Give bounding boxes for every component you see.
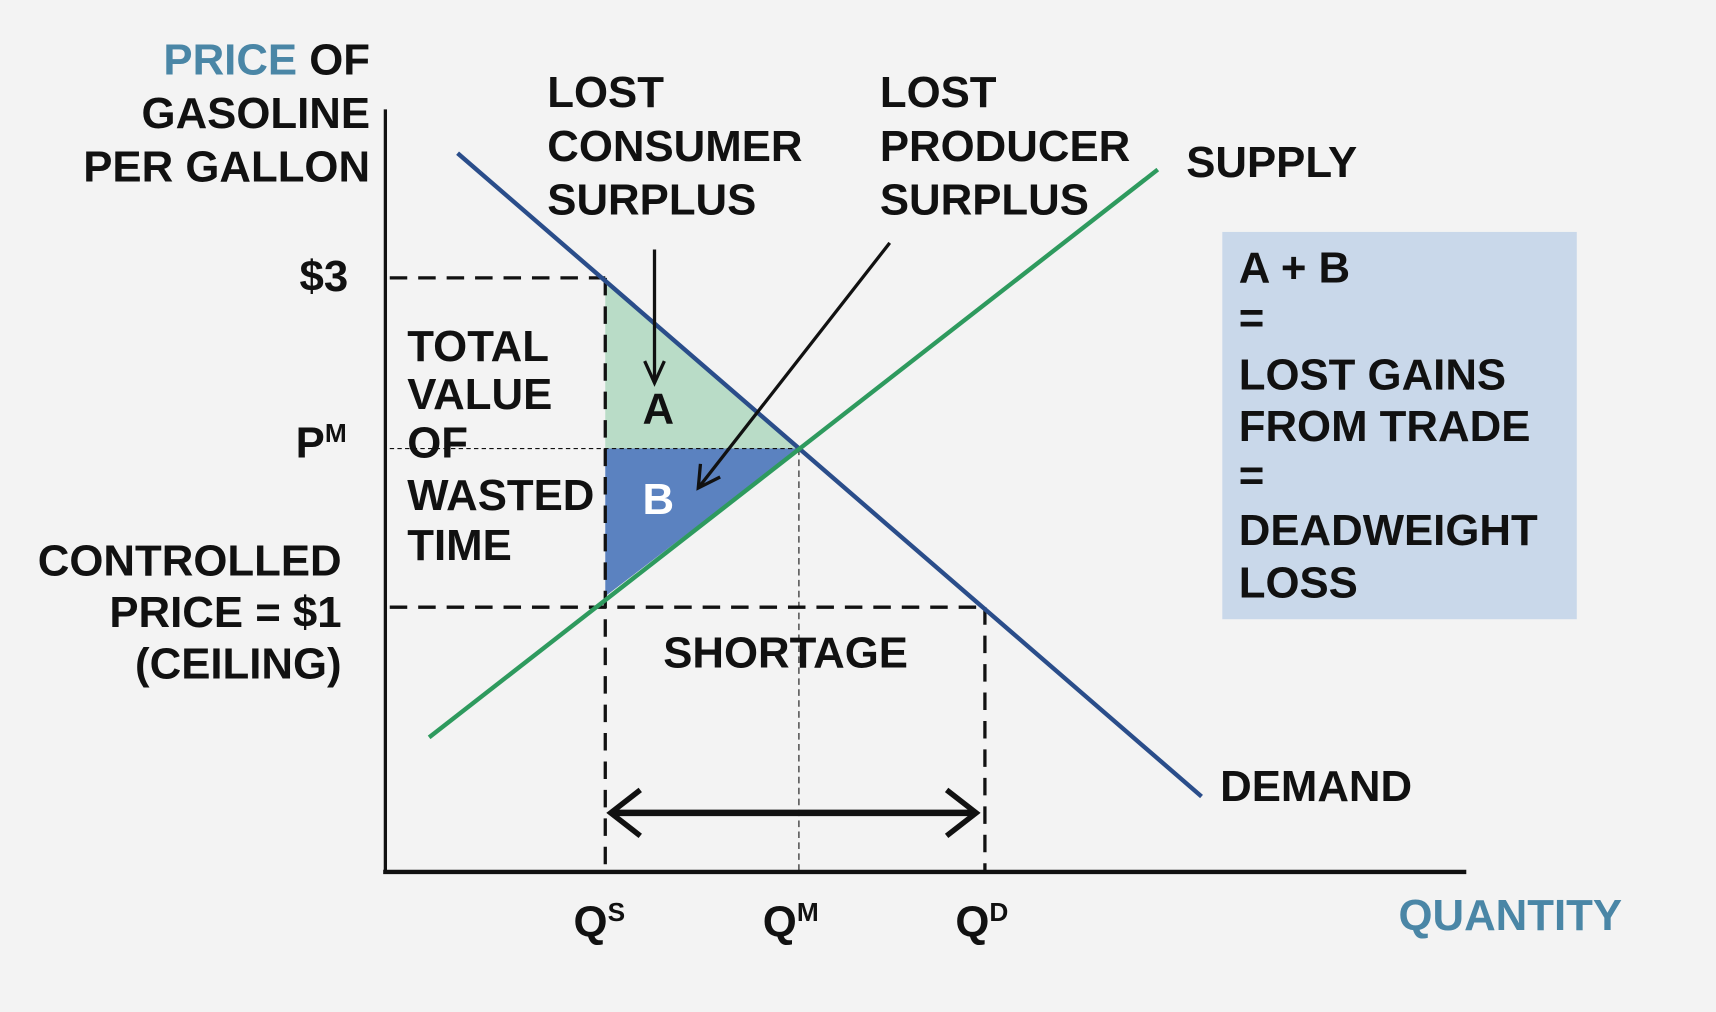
demand-curve xyxy=(456,151,1203,799)
tick-p3: $3 xyxy=(299,252,348,301)
lost-producer-surplus-3: SURPLUS xyxy=(880,175,1089,224)
wasted-time-5: TIME xyxy=(407,521,512,570)
y-axis-label: PRICE OF xyxy=(163,35,370,84)
deadweight-loss-box xyxy=(1222,231,1577,620)
y-axis-label-line3: PER GALLON xyxy=(83,143,370,192)
tick-qd: QD xyxy=(955,897,1008,946)
box-line-6: DEADWEIGHT xyxy=(1239,506,1538,555)
tick-controlled-1: CONTROLLED xyxy=(38,536,342,585)
wasted-time-3: OF xyxy=(407,418,468,467)
arrowhead-left-icon xyxy=(606,787,642,839)
box-line-4: FROM TRADE xyxy=(1239,402,1531,451)
arrow-producer-surplus xyxy=(696,241,892,489)
wasted-time-2: VALUE xyxy=(407,370,552,419)
tick-qm: QM xyxy=(763,897,819,946)
lost-producer-surplus-1: LOST xyxy=(880,68,997,117)
lost-consumer-surplus-3: SURPLUS xyxy=(547,175,756,224)
x-axis-label: QUANTITY xyxy=(1398,891,1622,940)
supply-curve xyxy=(427,167,1160,740)
y-axis-label-line2: GASOLINE xyxy=(142,89,370,138)
tick-qs: QS xyxy=(574,897,626,946)
tick-controlled-2: PRICE = $1 xyxy=(109,588,341,637)
arrowhead-icon xyxy=(696,463,721,491)
wasted-time-1: TOTAL xyxy=(407,322,549,371)
box-line-7: LOSS xyxy=(1239,558,1358,607)
lost-consumer-surplus-2: CONSUMER xyxy=(547,122,802,171)
arrowhead-icon xyxy=(643,360,666,387)
area-b-label: B xyxy=(642,475,674,524)
legend-demand: DEMAND xyxy=(1220,762,1412,811)
tick-pm: PM xyxy=(296,418,347,467)
box-line-2: = xyxy=(1239,294,1265,343)
lost-producer-surplus-2: PRODUCER xyxy=(880,122,1130,171)
wasted-time-4: WASTED xyxy=(407,471,594,520)
box-line-5: = xyxy=(1239,451,1265,500)
box-line-1: A + B xyxy=(1239,243,1350,292)
tick-controlled-3: (CEILING) xyxy=(135,639,342,688)
arrowhead-right-icon xyxy=(944,787,981,839)
area-a-label: A xyxy=(642,384,674,433)
legend-supply: SUPPLY xyxy=(1186,138,1357,187)
lost-consumer-surplus-1: LOST xyxy=(547,68,664,117)
box-line-3: LOST GAINS xyxy=(1239,350,1506,399)
shortage-label: SHORTAGE xyxy=(663,628,908,677)
